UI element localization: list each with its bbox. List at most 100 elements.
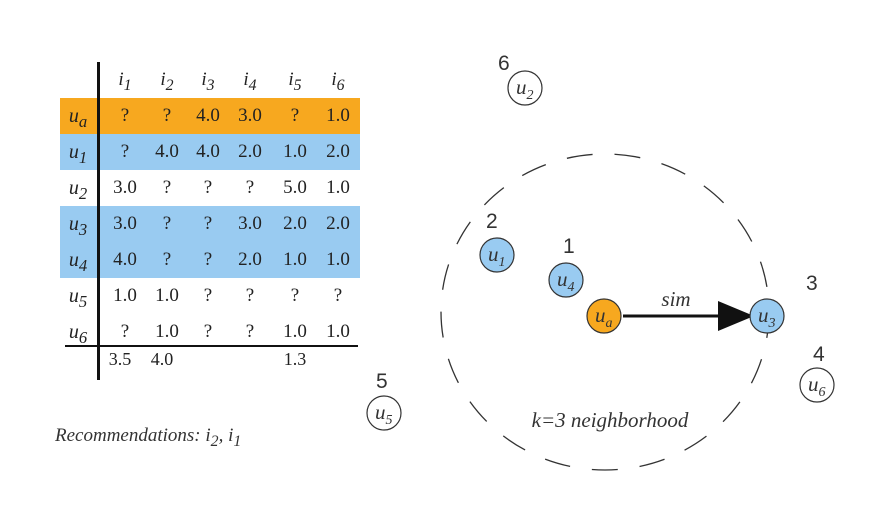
rating-cell: ? — [245, 177, 255, 198]
rating-cell: 2.0 — [326, 141, 350, 162]
user-node-label: u3 — [758, 303, 776, 331]
rating-cell: ? — [162, 105, 172, 126]
rating-cell: ? — [120, 141, 130, 162]
table-row-u3: u3 3.0?? 3.0 2.0 2.0 — [60, 206, 360, 242]
user-node-circle — [799, 367, 835, 403]
rank-label-u4: 1 — [563, 235, 575, 258]
row-label-u5: u5 — [68, 285, 88, 311]
rating-cell: 1.0 — [113, 285, 137, 306]
rating-cell: ? — [203, 249, 213, 270]
rating-cell: ? — [120, 105, 130, 126]
row-label-u3: u3 — [68, 213, 88, 239]
rating-cell: ? — [162, 177, 172, 198]
rating-cell: ? — [203, 285, 213, 306]
column-header-i4: i4 — [243, 69, 257, 94]
rating-cell: ? — [162, 213, 172, 234]
total-i2: 4.0 — [150, 349, 174, 369]
rating-cell: ? — [290, 285, 300, 306]
rating-cell: 4.0 — [113, 249, 137, 270]
rating-cell: 5.0 — [283, 177, 307, 198]
rating-cell: ? — [162, 249, 172, 270]
user-node-circle — [749, 298, 785, 334]
rating-cell: 2.0 — [326, 213, 350, 234]
row-label-u6: u6 — [68, 321, 88, 347]
column-header-i6: i6 — [331, 69, 345, 94]
user-node-u2: u2 — [507, 70, 543, 106]
table-vertical-rule — [97, 62, 100, 380]
rating-cell: ? — [290, 105, 300, 126]
table-row-u4: u4 4.0?? 2.0 1.0 1.0 — [60, 242, 360, 278]
rating-cell: ? — [203, 321, 213, 342]
rating-cell: 2.0 — [238, 249, 262, 270]
rating-cell: 1.0 — [155, 285, 179, 306]
rating-cell: 3.0 — [113, 213, 137, 234]
column-header-i5: i5 — [288, 69, 302, 94]
table-row-u6: u6? 1.0?? 1.0 1.0 — [60, 314, 360, 350]
user-node-u6: u6 — [799, 367, 835, 403]
rating-cell: 3.0 — [113, 177, 137, 198]
user-node-ua: ua — [586, 298, 622, 334]
total-i5: 1.3 — [283, 349, 307, 369]
user-node-circle — [366, 395, 402, 431]
rating-cell: 1.0 — [326, 249, 350, 270]
rating-cell: 3.0 — [238, 105, 262, 126]
row-label-u1: u1 — [68, 141, 88, 167]
user-node-label: u5 — [375, 400, 393, 428]
rating-cell: ? — [245, 285, 255, 306]
totals-row: 3.5 4.0 1.3 — [60, 348, 360, 372]
rating-cell: 1.0 — [326, 321, 350, 342]
user-node-label: u1 — [488, 242, 506, 270]
column-header-i1: i1 — [118, 69, 132, 94]
user-node-u4: u4 — [548, 262, 584, 298]
user-node-label: u6 — [808, 372, 826, 400]
table-header-row: i1 i2 i3 i4 i5 i6 — [60, 62, 360, 98]
user-node-circle — [479, 237, 515, 273]
user-node-u5: u5 — [366, 395, 402, 431]
user-node-label: u2 — [516, 75, 534, 103]
neighborhood-label: k=3 neighborhood — [532, 408, 689, 432]
row-label-ua: ua — [68, 105, 88, 131]
table-row-ua: ua?? 4.0 3.0? 1.0 — [60, 98, 360, 134]
rating-cell: 1.0 — [283, 141, 307, 162]
row-label-u4: u4 — [68, 249, 88, 275]
user-node-label: u4 — [557, 267, 575, 295]
rating-cell: 2.0 — [283, 213, 307, 234]
rating-cell: ? — [120, 321, 130, 342]
column-header-i3: i3 — [201, 69, 215, 94]
rating-cell: 1.0 — [283, 249, 307, 270]
total-i1: 3.5 — [108, 349, 132, 369]
rank-label-u2: 6 — [498, 52, 510, 75]
table-row-u2: u2 3.0??? 5.0 1.0 — [60, 170, 360, 206]
rating-cell: ? — [333, 285, 343, 306]
rating-cell: ? — [245, 321, 255, 342]
ratings-table: i1 i2 i3 i4 i5 i6 ua?? 4.0 3.0? 1.0 u1? 4.0 4.… — [60, 62, 360, 382]
similarity-label: sim — [661, 287, 690, 311]
rank-label-u3: 3 — [806, 272, 818, 295]
row-label-u2: u2 — [68, 177, 88, 203]
recommendations-text: Recommendations: i2, i1 — [55, 425, 242, 450]
rank-label-u6: 4 — [813, 343, 825, 366]
rating-cell: ? — [203, 177, 213, 198]
table-row-u5: u5 1.0 1.0???? — [60, 278, 360, 314]
user-node-circle — [586, 298, 622, 334]
rating-cell: 4.0 — [155, 141, 179, 162]
rating-cell: 1.0 — [326, 105, 350, 126]
rating-cell: 3.0 — [238, 213, 262, 234]
user-node-circle — [507, 70, 543, 106]
rating-cell: 1.0 — [155, 321, 179, 342]
rating-cell: ? — [203, 213, 213, 234]
rank-label-u5: 5 — [376, 370, 388, 393]
rating-cell: 4.0 — [196, 105, 220, 126]
rating-cell: 4.0 — [196, 141, 220, 162]
rating-cell: 1.0 — [283, 321, 307, 342]
user-node-label: ua — [595, 303, 613, 331]
rating-cell: 1.0 — [326, 177, 350, 198]
rank-label-u1: 2 — [486, 210, 498, 233]
user-node-u3: u3 — [749, 298, 785, 334]
user-node-u1: u1 — [479, 237, 515, 273]
column-header-i2: i2 — [160, 69, 174, 94]
user-node-circle — [548, 262, 584, 298]
table-horizontal-rule — [65, 345, 358, 347]
